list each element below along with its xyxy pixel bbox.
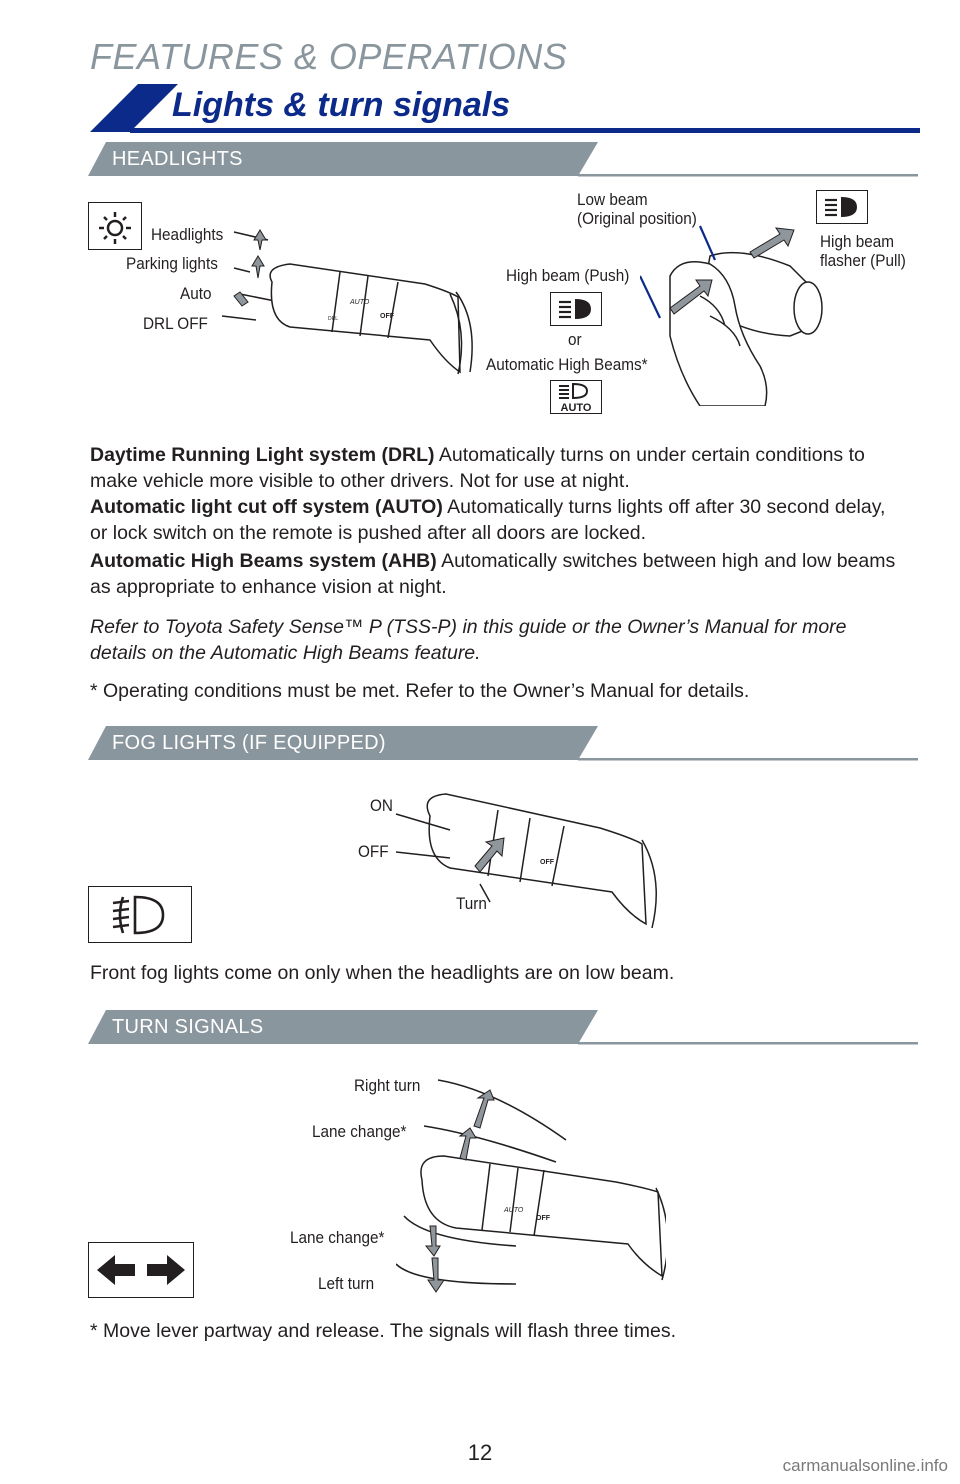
title-bar (90, 84, 920, 133)
turn-signal-icon (88, 1242, 194, 1298)
headlights-section-label: HEADLIGHTS (112, 148, 243, 170)
fog-lever-illustration: OFF (395, 793, 657, 929)
drl-paragraph: Daytime Running Light system (DRL) Autom… (90, 442, 900, 494)
ahb-text: Automatically switches between high and … (90, 550, 896, 598)
turn-lever-illustration: AUTO OFF (396, 1079, 666, 1293)
auto-label: Auto (180, 284, 212, 303)
lane-change-down-label: Lane change* (290, 1228, 385, 1247)
fog-section-label: FOG LIGHTS (IF EQUIPPED) (112, 732, 386, 754)
auto-paragraph: Automatic light cut off system (AUTO) Au… (90, 494, 900, 546)
high-beam-push-callout-line (640, 275, 661, 319)
ahb-heading: Automatic High Beams system (AHB) (90, 550, 437, 572)
page-number: 12 (467, 1440, 493, 1465)
drl-heading: Daytime Running Light system (DRL) (90, 444, 435, 466)
headlights-footnote: * Operating conditions must be met. Refe… (90, 680, 750, 702)
fog-text: Front fog lights come on only when the h… (90, 962, 675, 984)
page-title: Lights & turn signals (172, 86, 511, 124)
or-label: or (568, 330, 582, 349)
low-beam-position-label: (Original position) (577, 209, 697, 228)
headlights-label: Headlights (151, 225, 224, 244)
auto-high-beam-icon: AUTO (550, 380, 602, 414)
ahb-paragraph: Automatic High Beams system (AHB) Automa… (90, 548, 900, 600)
parking-lights-label: Parking lights (126, 254, 218, 273)
fog-on-label: ON (370, 796, 393, 815)
auto-icon-text: AUTO (561, 402, 592, 413)
turn-lever-auto-text: AUTO (503, 1207, 524, 1214)
auto-text: Automatically turns lights off after 30 … (90, 496, 886, 544)
fog-turn-label: Turn (456, 894, 487, 913)
fog-lever-off-text: OFF (540, 859, 555, 866)
low-beam-label: Low beam (577, 190, 648, 209)
turn-section-label: TURN SIGNALS (112, 1016, 264, 1038)
turn-section-band (88, 1010, 918, 1045)
high-beam-push-label: High beam (Push) (506, 266, 630, 285)
high-beam-icon (816, 190, 868, 224)
low-beam-callout-line (698, 225, 717, 261)
high-beam-flasher-pull-label: flasher (Pull) (820, 251, 906, 270)
drl-off-label: DRL OFF (143, 314, 208, 333)
watermark: carmanualsonline.info (782, 1456, 948, 1475)
lever-drl-text: DRL (328, 316, 338, 322)
left-turn-label: Left turn (318, 1274, 375, 1293)
headlights-section-band (88, 142, 918, 177)
right-turn-label: Right turn (354, 1076, 421, 1095)
lever-off-text: OFF (380, 313, 395, 320)
fog-light-icon (88, 886, 192, 943)
high-beam-push-icon (550, 292, 602, 326)
auto-heading: Automatic light cut off system (AUTO) (90, 496, 443, 518)
automatic-high-beams-label: Automatic High Beams* (486, 355, 648, 374)
turn-lever-off-text: OFF (536, 1215, 551, 1222)
headlight-icon (88, 202, 142, 250)
high-beam-flasher-label: High beam (820, 232, 894, 251)
high-beam-hand-illustration (640, 225, 823, 406)
turn-footnote: * Move lever partway and release. The si… (90, 1320, 676, 1342)
headlight-lever-illustration: AUTO OFF DRL (221, 229, 473, 375)
fog-off-label: OFF (358, 842, 389, 861)
lever-auto-text: AUTO (349, 299, 370, 306)
section-heading: FEATURES & OPERATIONS (90, 36, 568, 77)
lane-change-up-label: Lane change* (312, 1122, 407, 1141)
fog-section-band (88, 726, 918, 761)
drl-text: Automatically turns on under certain con… (90, 444, 865, 492)
tss-note: Refer to Toyota Safety Sense™ P (TSS-P) … (90, 616, 847, 664)
